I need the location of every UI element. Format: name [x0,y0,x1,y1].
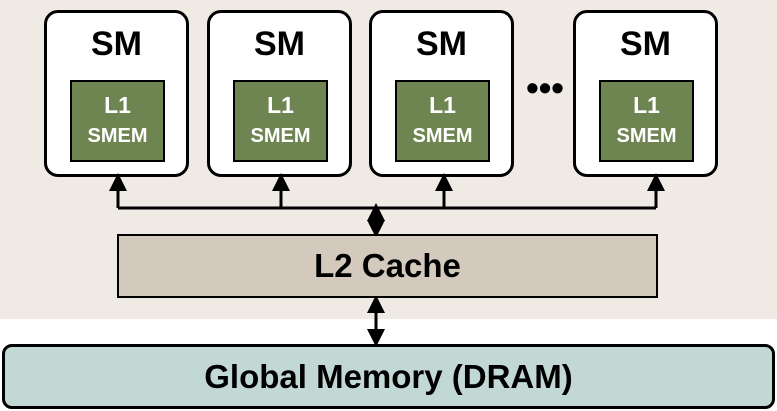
smem-label: SMEM [87,125,148,147]
l1-smem-cache: L1 SMEM [395,80,490,162]
l1-smem-cache: L1 SMEM [233,80,328,162]
sm-title: SM [620,25,671,63]
l1-label: L1 [429,92,456,118]
sm-title: SM [416,25,467,63]
sm-block-4: SM L1 SMEM [573,10,718,177]
sm-title: SM [91,25,142,63]
l1-label: L1 [267,92,294,118]
ellipsis: ••• [526,67,564,108]
global-memory-block: Global Memory (DRAM) [2,344,775,409]
l1-smem-cache: L1 SMEM [599,80,694,162]
l1-smem-cache: L1 SMEM [70,80,165,162]
smem-label: SMEM [412,125,473,147]
smem-label: SMEM [250,125,311,147]
l1-label: L1 [633,92,660,118]
sm-title: SM [254,25,305,63]
smem-label: SMEM [616,125,677,147]
sm-block-1: SM L1 SMEM [44,10,189,177]
sm-block-3: SM L1 SMEM [369,10,514,177]
l1-label: L1 [104,92,131,118]
l2-cache-block: L2 Cache [117,234,658,298]
